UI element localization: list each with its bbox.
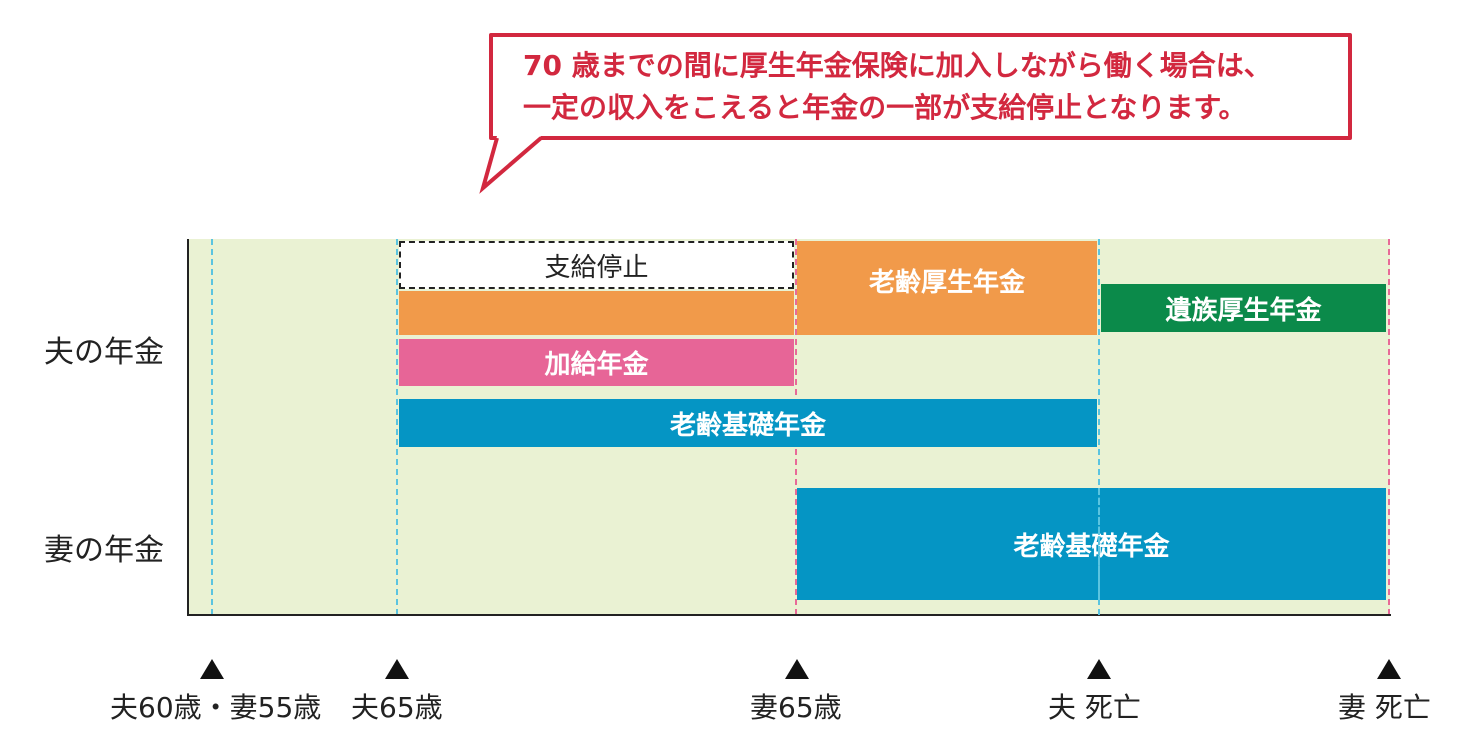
wife-old-age-basic-pension-bar: 老齢基礎年金 [797, 488, 1386, 600]
marker-triangle-1 [200, 659, 224, 679]
guide-line-wife-death [1388, 239, 1390, 615]
suspended-box: 支給停止 [399, 241, 794, 289]
husband-old-age-basic-pension-bar: 老齢基礎年金 [399, 399, 1097, 447]
spousal-supplement-bar: 加給年金 [399, 339, 794, 386]
marker-triangle-5 [1377, 659, 1401, 679]
callout-line-2: 一定の収入をこえると年金の一部が支給停止となります。 [523, 90, 1247, 124]
guide-line-husband-60 [211, 239, 213, 615]
row-label-wife: 妻の年金 [44, 533, 164, 568]
x-axis [187, 614, 1391, 616]
timeline-label-husband-60-wife-55: 夫60歳・妻55歳 [110, 691, 322, 724]
callout-line-1: 70 歳までの間に厚生年金保険に加入しながら働く場合は、 [523, 48, 1272, 82]
survivor-employee-pension-bar: 遺族厚生年金 [1101, 284, 1386, 332]
timeline-label-husband-65: 夫65歳 [351, 691, 443, 724]
timeline-label-husband-death: 夫 死亡 [1048, 691, 1141, 724]
old-age-employee-pension-bar: 老齢厚生年金 [797, 241, 1097, 335]
timeline-label-wife-death: 妻 死亡 [1338, 691, 1431, 724]
y-axis [187, 239, 189, 616]
old-age-employee-pension-bar-suspended-part [399, 291, 794, 335]
marker-triangle-3 [785, 659, 809, 679]
row-label-husband: 夫の年金 [44, 335, 164, 370]
marker-triangle-2 [385, 659, 409, 679]
guide-line-husband-death-overlay [1098, 488, 1100, 600]
guide-line-husband-65 [396, 239, 398, 615]
callout-tail [479, 136, 543, 194]
callout-box: 70 歳までの間に厚生年金保険に加入しながら働く場合は、 一定の収入をこえると年… [489, 33, 1352, 140]
marker-triangle-4 [1087, 659, 1111, 679]
guide-line-husband-death [1098, 239, 1100, 615]
timeline-label-wife-65: 妻65歳 [750, 691, 842, 724]
